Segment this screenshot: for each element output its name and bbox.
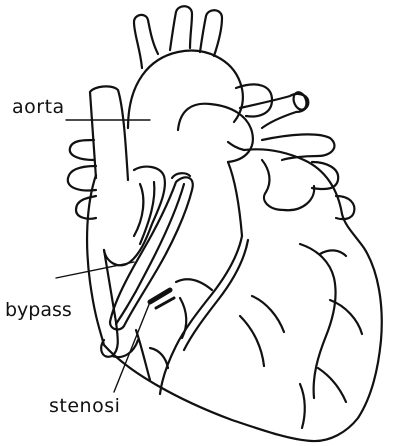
lad-artery xyxy=(160,236,242,394)
marginal-branch-4 xyxy=(300,384,305,428)
lad-artery-parallel xyxy=(184,240,248,350)
lower-branch-1 xyxy=(252,296,284,332)
right-auricle xyxy=(104,167,165,266)
pulmonary-vein-left-3 xyxy=(76,196,96,219)
bypass-leader-line xyxy=(56,262,134,278)
aorta-label: aorta xyxy=(12,98,65,117)
great-vessel-3 xyxy=(200,10,222,56)
bypass-label: bypass xyxy=(5,301,72,320)
lower-branch-2 xyxy=(240,316,264,366)
coronary-branch-1 xyxy=(176,279,212,290)
bypass-graft xyxy=(110,177,193,329)
interventricular-groove xyxy=(228,162,242,236)
right-auricle-ridge xyxy=(134,184,143,236)
pulmonary-vein-left-1 xyxy=(70,140,94,160)
coronary-branch-4 xyxy=(150,348,168,368)
circumflex-artery xyxy=(300,244,336,398)
pulmonary-vessel-opening xyxy=(291,90,308,111)
marginal-branch-3 xyxy=(318,368,346,402)
great-vessel-1 xyxy=(134,15,158,68)
marginal-branch-1 xyxy=(320,250,346,256)
pulmonary-branch xyxy=(240,94,308,128)
great-vessel-2 xyxy=(170,6,192,50)
aortic-arch xyxy=(128,51,243,128)
stenosi-label: stenosi xyxy=(49,397,120,416)
pulmonary-trunk xyxy=(178,104,253,162)
pulmonary-vein-right-1 xyxy=(262,134,334,160)
left-atrial-appendage xyxy=(262,160,314,210)
